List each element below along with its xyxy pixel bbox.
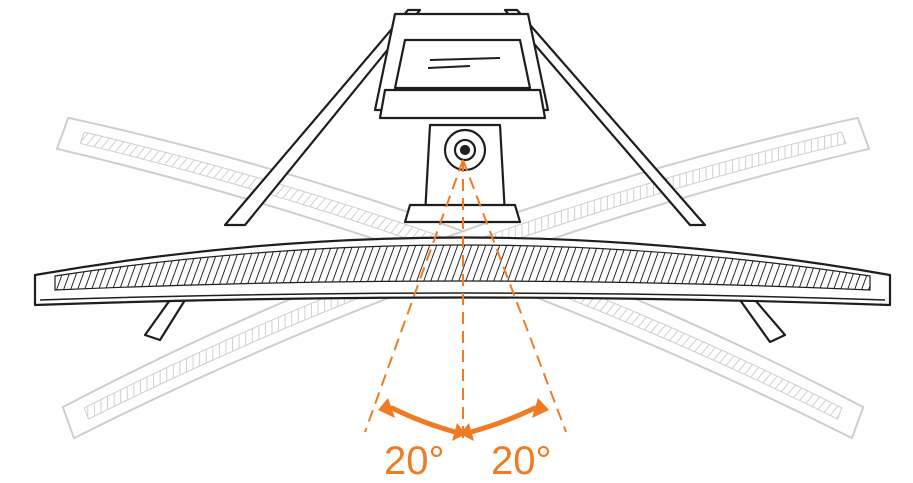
left-angle-label: 20° xyxy=(384,439,445,483)
swivel-hinge xyxy=(403,123,522,224)
left-arrow-tip xyxy=(378,398,395,418)
swivel-guide-lines xyxy=(364,159,567,440)
left-swivel-line xyxy=(364,159,464,433)
right-swivel-line xyxy=(462,159,567,433)
swivel-arrows xyxy=(378,398,549,441)
right-swivel-arrow xyxy=(468,405,538,435)
left-arrow-base-tip xyxy=(452,423,466,441)
right-angle-label: 20° xyxy=(491,439,552,483)
right-arrow-base-tip xyxy=(460,423,474,441)
monitor-front-position xyxy=(33,236,892,307)
stand-legs xyxy=(143,8,787,344)
right-arrow-tip xyxy=(532,398,549,418)
left-swivel-arrow xyxy=(389,405,458,435)
